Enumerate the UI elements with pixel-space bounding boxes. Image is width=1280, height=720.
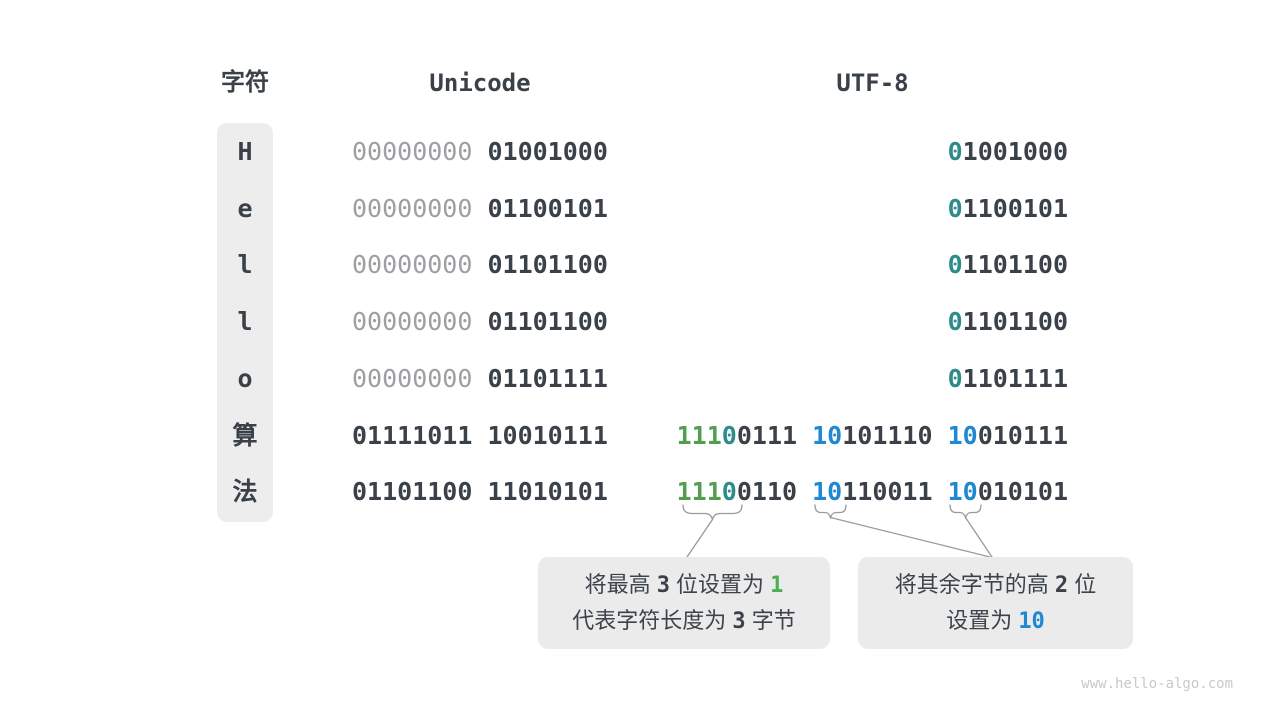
site-watermark: www.hello-algo.com (1081, 676, 1233, 692)
bit-segment: 0111 (736, 420, 813, 450)
column-header-utf8: UTF-8 (836, 69, 909, 97)
bit-segment: 将其余字节的高 (894, 571, 1055, 597)
column-header-unicode: Unicode (429, 69, 531, 97)
bit-segment: 1101100 (962, 307, 1068, 337)
callout-length-prefix: 将最高 3 位设置为 1 代表字符长度为 3 字节 (538, 557, 830, 649)
bit-segment: 3 (656, 572, 670, 598)
bit-segment: 0 (947, 137, 963, 166)
bit-segment: 1001000 (962, 137, 1068, 166)
bit-segment: 0 (721, 477, 737, 507)
bit-segment: 代表字符长度为 (572, 607, 733, 633)
bit-segment: 010111 (977, 420, 1068, 450)
bit-segment: 10 (947, 477, 978, 507)
callout-continuation-prefix: 将其余字节的高 2 位 设置为 10 (858, 557, 1133, 649)
bit-segment: 01001000 (487, 137, 608, 166)
char-cell: 算 (232, 420, 258, 450)
bit-segment: 位 (1068, 571, 1097, 597)
bit-segment: 111 (676, 420, 722, 450)
utf8-binary: 01100101 (948, 189, 1068, 229)
utf8-binary: 01101100 (948, 302, 1068, 342)
bit-segment: 01111011 10010111 (352, 420, 608, 450)
char-cell: o (237, 363, 253, 393)
bit-segment: 设置为 (946, 607, 1019, 633)
callout-text-line: 将其余字节的高 2 位 (895, 569, 1097, 602)
unicode-binary: 00000000 01101100 (352, 302, 608, 342)
bit-segment: 2 (1054, 572, 1069, 598)
bit-segment: 00000000 (352, 193, 488, 223)
connector-line-10-first (829, 516, 991, 558)
callout-text-line: 代表字符长度为 3 字节 (572, 605, 796, 638)
character-column-background (217, 123, 273, 522)
bit-segment: 0 (947, 363, 963, 393)
bit-segment: 位设置为 (669, 571, 771, 597)
bit-segment: 01101111 (487, 363, 608, 393)
bit-segment: 将最高 (584, 571, 657, 597)
bit-segment: 1101100 (962, 250, 1068, 280)
bit-segment: 00000000 (352, 307, 488, 337)
unicode-binary: 00000000 01101100 (352, 245, 608, 285)
bit-segment: 0 (947, 193, 963, 223)
char-cell: l (237, 250, 253, 280)
bit-segment: 字节 (745, 607, 796, 633)
bit-segment: 00000000 (352, 250, 488, 280)
bit-segment: 01101100 (487, 250, 608, 280)
char-cell: H (237, 137, 253, 166)
bit-segment: 10 (947, 420, 978, 450)
bit-segment: 0110 (736, 477, 813, 507)
bit-segment: 0 (721, 420, 737, 450)
bit-segment: 10 (812, 477, 843, 507)
unicode-binary: 01111011 10010111 (352, 416, 608, 456)
connector-line-1110 (686, 518, 714, 558)
bit-segment: 0 (947, 250, 963, 280)
callout-text-line: 设置为 10 (946, 605, 1045, 638)
unicode-binary: 00000000 01001000 (352, 132, 608, 172)
bit-segment: 1 (770, 572, 784, 598)
bit-segment: 01101100 11010101 (352, 477, 608, 507)
utf8-binary: 01001000 (948, 132, 1068, 172)
bit-segment: 111 (676, 477, 722, 507)
connector-line-10-second (964, 516, 993, 558)
utf8-binary: 01101100 (948, 245, 1068, 285)
bit-segment: 01100101 (487, 193, 608, 223)
bit-segment: 00000000 (352, 137, 488, 166)
bit-segment: 010101 (977, 477, 1068, 507)
unicode-binary: 00000000 01100101 (352, 189, 608, 229)
char-cell: l (237, 307, 253, 337)
bit-segment: 01101100 (487, 307, 608, 337)
bit-segment: 00000000 (352, 363, 488, 393)
utf8-binary: 11100110 10110011 10010101 (677, 472, 1068, 512)
bit-segment: 3 (732, 608, 746, 634)
column-header-char: 字符 (221, 69, 269, 96)
bit-segment: 10 (812, 420, 843, 450)
unicode-binary: 00000000 01101111 (352, 359, 608, 399)
bit-segment: 101110 (842, 420, 948, 450)
bit-segment: 10 (1018, 608, 1045, 634)
utf8-binary: 11100111 10101110 10010111 (677, 416, 1068, 456)
unicode-binary: 01101100 11010101 (352, 472, 608, 512)
callout-text-line: 将最高 3 位设置为 1 (585, 569, 784, 602)
char-cell: 法 (232, 477, 258, 507)
utf8-binary: 01101111 (948, 359, 1068, 399)
char-cell: e (237, 193, 253, 223)
bit-segment: 1101111 (962, 363, 1068, 393)
bit-segment: 0 (947, 307, 963, 337)
bit-segment: 110011 (842, 477, 948, 507)
bit-segment: 1100101 (962, 193, 1068, 223)
